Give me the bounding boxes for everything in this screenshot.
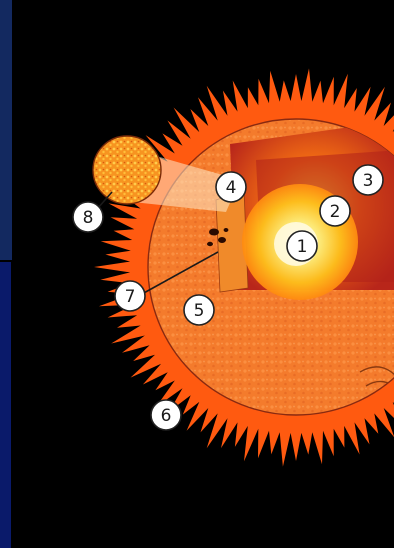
marker-granulation: 8: [73, 202, 103, 232]
marker-label: 8: [83, 208, 94, 228]
marker-label: 4: [226, 178, 237, 198]
marker-label: 2: [330, 202, 341, 222]
marker-label: 7: [125, 287, 136, 307]
marker-photosphere-cutaway: 4: [216, 172, 246, 202]
marker-core: 1: [287, 231, 317, 261]
marker-sunspots: 7: [115, 281, 145, 311]
marker-chromosphere: 6: [151, 400, 181, 430]
marker-label: 6: [161, 406, 172, 426]
marker-photosphere: 5: [184, 295, 214, 325]
marker-label: 3: [363, 171, 374, 191]
marker-convective-zone: 3: [353, 165, 383, 195]
left-blue-strip: [0, 262, 11, 548]
marker-label: 5: [194, 301, 205, 321]
marker-label: 1: [297, 237, 308, 257]
granulation-inset: [93, 136, 161, 204]
marker-radiative-zone: 2: [320, 196, 350, 226]
